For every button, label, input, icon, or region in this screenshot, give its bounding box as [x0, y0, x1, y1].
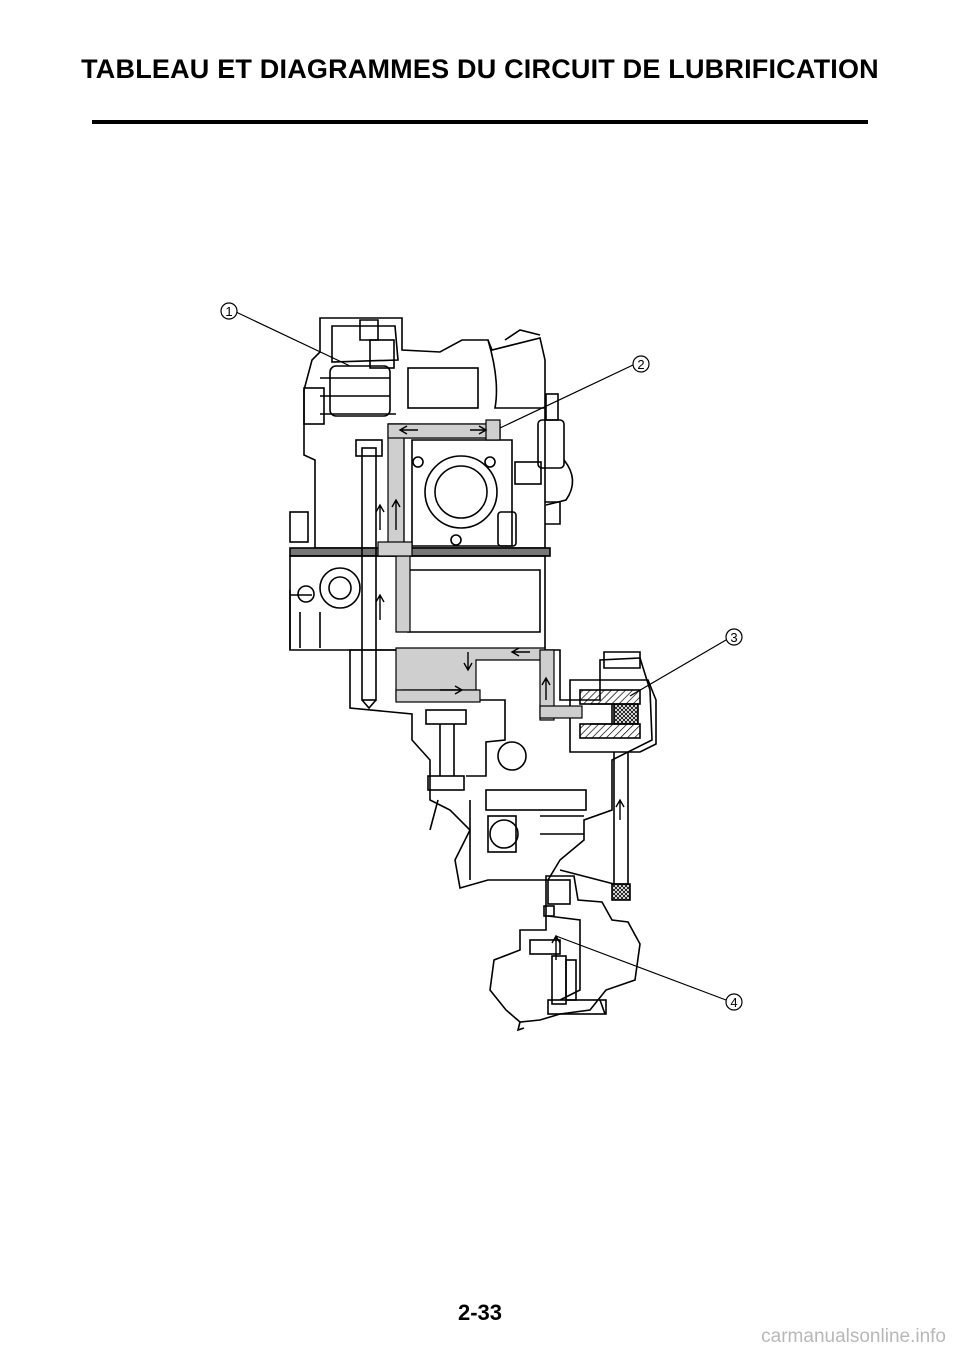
- callout-2: 2: [632, 355, 650, 373]
- callout-number-1: 1: [225, 304, 232, 319]
- callout-number-2: 2: [637, 357, 644, 372]
- callout-4: 4: [725, 993, 743, 1011]
- page-title: TABLEAU ET DIAGRAMMES DU CIRCUIT DE LUBR…: [81, 54, 879, 84]
- title-divider: [92, 120, 868, 124]
- callout-number-4: 4: [730, 995, 737, 1010]
- leader-lines: [235, 311, 727, 1001]
- engine-outline: [289, 317, 657, 1032]
- oil-passage: [377, 419, 583, 721]
- page-number: 2-33: [457, 1300, 503, 1325]
- flow-arrows: [375, 425, 625, 960]
- watermark-text: carmanualsonline.info: [761, 1326, 946, 1347]
- callout-number-3: 3: [730, 630, 737, 645]
- callout-1: 1: [220, 302, 238, 320]
- callout-3: 3: [725, 628, 743, 646]
